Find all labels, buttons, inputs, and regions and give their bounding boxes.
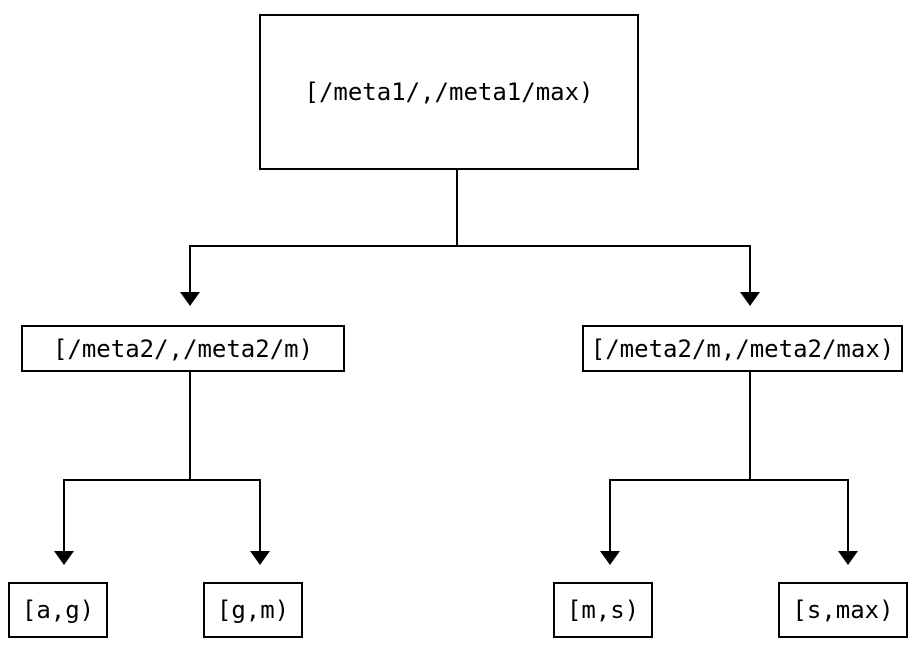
arrowhead-leaf-ms [600, 551, 620, 565]
node-meta2-left-label: [/meta2/,/meta2/m) [52, 334, 314, 363]
node-meta2-right: [/meta2/m,/meta2/max) [582, 325, 903, 372]
arrowhead-leaf-smax [838, 551, 858, 565]
node-root: [/meta1/,/meta1/max) [259, 14, 639, 170]
node-leaf-smax: [s,max) [778, 582, 908, 638]
arrowhead-left [180, 292, 200, 306]
arrowhead-right [740, 292, 760, 306]
arrowhead-leaf-gm [250, 551, 270, 565]
node-meta2-right-label: [/meta2/m,/meta2/max) [590, 334, 895, 363]
node-leaf-ag-label: [a,g) [21, 596, 95, 624]
node-leaf-ag: [a,g) [8, 582, 108, 638]
node-root-label: [/meta1/,/meta1/max) [304, 78, 594, 106]
node-leaf-ms-label: [m,s) [566, 596, 640, 624]
arrowhead-leaf-ag [54, 551, 74, 565]
node-leaf-gm-label: [g,m) [216, 596, 290, 624]
node-leaf-gm: [g,m) [203, 582, 303, 638]
node-leaf-smax-label: [s,max) [792, 596, 894, 624]
node-leaf-ms: [m,s) [553, 582, 653, 638]
node-meta2-left: [/meta2/,/meta2/m) [21, 325, 345, 372]
